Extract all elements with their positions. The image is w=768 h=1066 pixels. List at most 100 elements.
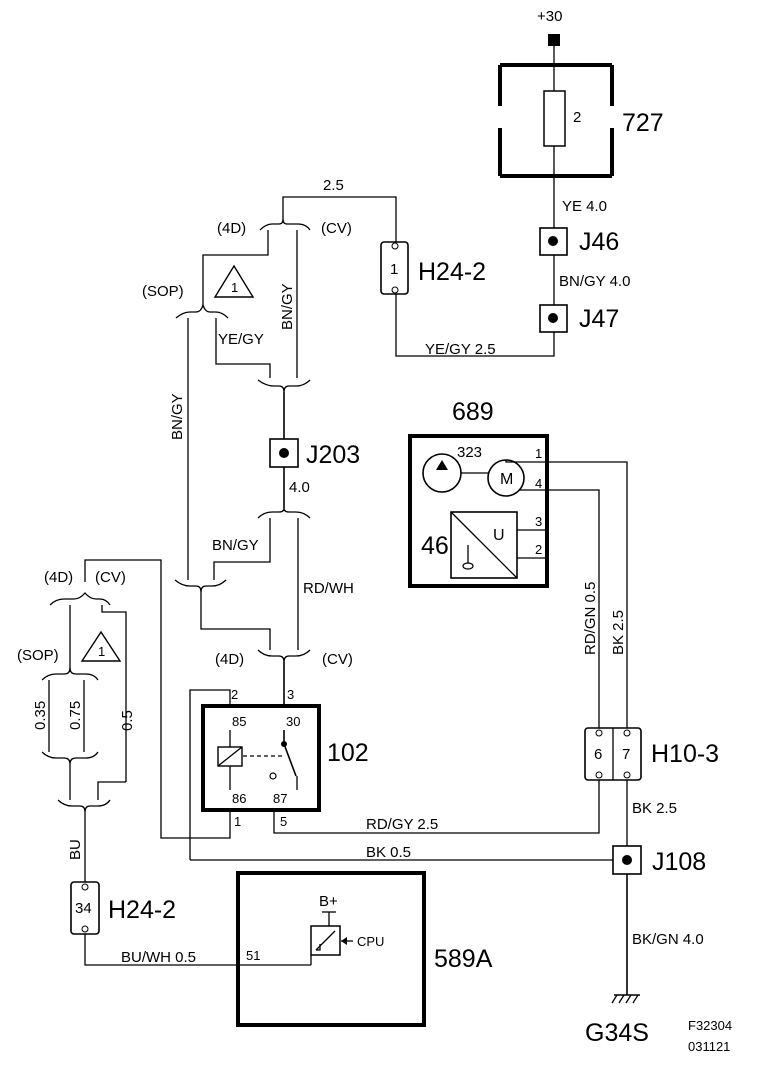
ecu-589a xyxy=(236,871,426,1027)
splice-sop-top xyxy=(175,302,229,319)
splice-below-j203 xyxy=(257,507,311,519)
ecu-pin51: 51 xyxy=(246,948,260,963)
variant-sop-left: (SOP) xyxy=(17,647,59,664)
connector-j46-label: J46 xyxy=(579,228,619,256)
wire-ye40-label: YE 4.0 xyxy=(562,198,607,215)
wire-bngy-mid xyxy=(213,518,271,580)
connector-j46-dot xyxy=(548,236,558,246)
pump-icon xyxy=(422,453,462,493)
connector-h24-bottom-pin: 34 xyxy=(75,900,92,917)
variant-cv-top: (CV) xyxy=(321,220,352,237)
relay-contact-arm xyxy=(283,743,297,777)
wire-05-label: 0.5 xyxy=(119,710,136,731)
note-number-left: 1 xyxy=(98,644,105,659)
relay-contact-87 xyxy=(269,772,277,780)
connector-j47-dot xyxy=(548,313,558,323)
ecu-id: 589A xyxy=(434,945,493,973)
wire-rdgy25-label: RD/GY 2.5 xyxy=(366,816,438,833)
ecu-bplus: B+ xyxy=(319,893,338,910)
connector-h24-bottom-label: H24-2 xyxy=(108,896,176,924)
note-number-top: 1 xyxy=(231,280,238,295)
wire-bkgn40-label: BK/GN 4.0 xyxy=(632,931,704,948)
splice-merge-left xyxy=(174,579,227,593)
connector-j108-label: J108 xyxy=(652,848,706,876)
footer-date: 031121 xyxy=(688,1039,730,1054)
relay-pin30: 30 xyxy=(286,714,300,729)
connector-h10-3-label: H10-3 xyxy=(651,740,719,768)
fuse-number: 2 xyxy=(573,109,581,126)
wire-bngy-vertical-label: BN/GY xyxy=(279,283,296,330)
variant-sop-top: (SOP) xyxy=(142,283,184,300)
splice-sop-left xyxy=(41,667,99,681)
wire-yegy-label: YE/GY xyxy=(218,331,264,348)
wire-4d-branch-top xyxy=(202,230,269,305)
connector-h24-top xyxy=(380,241,409,295)
wire-bngy-left-label: BN/GY xyxy=(169,393,186,440)
wire-relay-pin2 xyxy=(189,689,231,860)
wire-merge-to-mid xyxy=(200,592,271,650)
wire-bk25-vertical xyxy=(547,461,628,728)
wire-bngy40-label: BN/GY 4.0 xyxy=(559,273,630,290)
wire-25 xyxy=(282,196,397,242)
wire-yegy25-label: YE/GY 2.5 xyxy=(425,341,496,358)
splice-left-top xyxy=(49,591,111,606)
wire-bngy-mid-label: BN/GY xyxy=(212,537,259,554)
connector-h10-pin7: 7 xyxy=(622,746,630,763)
relay-pin86: 86 xyxy=(232,791,246,806)
wire-05-merge xyxy=(97,781,126,800)
wire-rdgn05-label: RD/GN 0.5 xyxy=(582,582,599,655)
splice-mid xyxy=(257,649,311,663)
wire-rdgn05 xyxy=(547,489,600,728)
wire-rdwh-label: RD/WH xyxy=(303,580,354,597)
note-triangle-left xyxy=(80,630,122,662)
wire-40-label: 4.0 xyxy=(289,479,310,496)
wire-bk05-label: BK 0.5 xyxy=(366,844,411,861)
variant-4d-left: (4D) xyxy=(44,569,73,586)
connector-j203-dot xyxy=(279,448,289,458)
wire-buwh05 xyxy=(84,934,238,966)
pump-module-689 xyxy=(408,434,549,588)
level-sensor-u: U xyxy=(493,527,505,544)
pump-number: 323 xyxy=(457,444,482,461)
connector-h10-pin6: 6 xyxy=(594,746,602,763)
motor-label: M xyxy=(500,471,513,488)
pump-module-id: 689 xyxy=(452,398,494,426)
wire-bk25-vertical-label: BK 2.5 xyxy=(610,610,627,655)
pump-pin4: 4 xyxy=(535,476,542,491)
ecu-transistor xyxy=(310,925,341,956)
wire-bu-label: BU xyxy=(67,839,84,860)
wire-rdgy25 xyxy=(273,780,600,834)
variant-4d-mid: (4D) xyxy=(215,651,244,668)
wire-relay-pin1 xyxy=(84,559,231,839)
connector-j47-label: J47 xyxy=(579,305,619,333)
connector-j203-label: J203 xyxy=(306,441,360,469)
splice-top xyxy=(259,218,311,231)
wire-yegy xyxy=(215,318,271,378)
sensor-pin3: 3 xyxy=(535,514,542,529)
fuse-id: 727 xyxy=(622,109,664,137)
relay-pin5: 5 xyxy=(280,814,287,829)
connector-h24-top-pin: 1 xyxy=(390,261,398,278)
variant-4d-top: (4D) xyxy=(217,220,246,237)
fuse-box-727 xyxy=(498,63,614,178)
wire-buwh05-label: BU/WH 0.5 xyxy=(121,949,196,966)
connector-j108-dot xyxy=(622,855,632,865)
relay-pin1: 1 xyxy=(234,814,241,829)
wire-05-cv xyxy=(101,605,127,782)
variant-cv-mid: (CV) xyxy=(322,651,353,668)
sensor-pin2: 2 xyxy=(535,542,542,557)
wire-bk25-label: BK 2.5 xyxy=(632,800,677,817)
wire-075-label: 0.75 xyxy=(67,701,84,730)
relay-102 xyxy=(201,704,321,812)
relay-pin85: 85 xyxy=(232,714,246,729)
relay-pin2: 2 xyxy=(231,687,238,702)
supply-label: +30 xyxy=(537,8,562,25)
wire-25-label: 2.5 xyxy=(323,177,344,194)
supply-terminal xyxy=(548,34,560,46)
relay-pin87: 87 xyxy=(273,791,287,806)
relay-id: 102 xyxy=(327,739,369,767)
pump-pin1: 1 xyxy=(535,446,542,461)
wire-yegy25 xyxy=(395,294,555,357)
splice-bu xyxy=(57,799,111,813)
